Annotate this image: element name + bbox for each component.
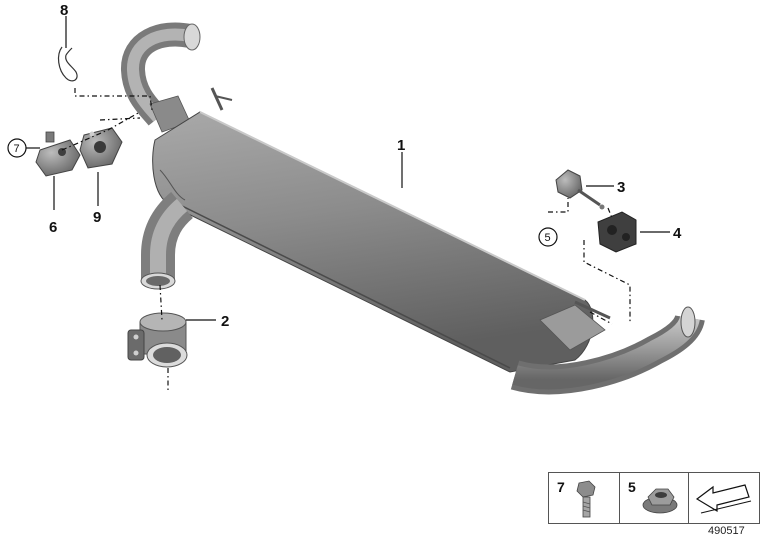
inlet-pipe	[121, 22, 201, 133]
circled-callout-7-text: 7	[14, 143, 20, 155]
nut-icon	[642, 488, 678, 514]
rubber-mount	[597, 211, 637, 253]
legend-cell-nut: 5	[620, 473, 689, 523]
callout-2: 2	[221, 313, 229, 330]
circled-callout-5: 5	[538, 227, 558, 247]
assembly-lines	[61, 88, 631, 392]
screw-icon	[576, 480, 596, 518]
mounting-bracket	[79, 127, 123, 169]
callout-4: 4	[673, 225, 682, 242]
callout-3: 3	[617, 179, 625, 196]
hardware-legend: 7 5	[548, 472, 760, 524]
direction-arrow-icon	[695, 484, 752, 514]
callout-6: 6	[49, 219, 57, 236]
legend-screw-number: 7	[557, 479, 565, 495]
spring-clip	[57, 46, 78, 82]
legend-cell-direction	[689, 473, 759, 523]
legend-nut-number: 5	[628, 479, 636, 495]
legend-cell-screw: 7	[549, 473, 620, 523]
tailpipe	[510, 304, 705, 395]
pipe-clamp	[127, 312, 188, 368]
exhaust-sensor	[555, 169, 605, 210]
callout-9: 9	[93, 209, 101, 226]
callout-1: 1	[397, 137, 405, 154]
document-number: 490517	[708, 525, 745, 537]
front-outlet-pipe	[140, 191, 194, 290]
callout-8: 8	[60, 2, 68, 19]
circled-callout-7: 7	[7, 138, 40, 158]
leader-lines	[53, 16, 670, 321]
flap-actuator	[35, 131, 81, 177]
circled-callout-5-text: 5	[545, 232, 551, 244]
rear-silencer	[152, 87, 611, 373]
